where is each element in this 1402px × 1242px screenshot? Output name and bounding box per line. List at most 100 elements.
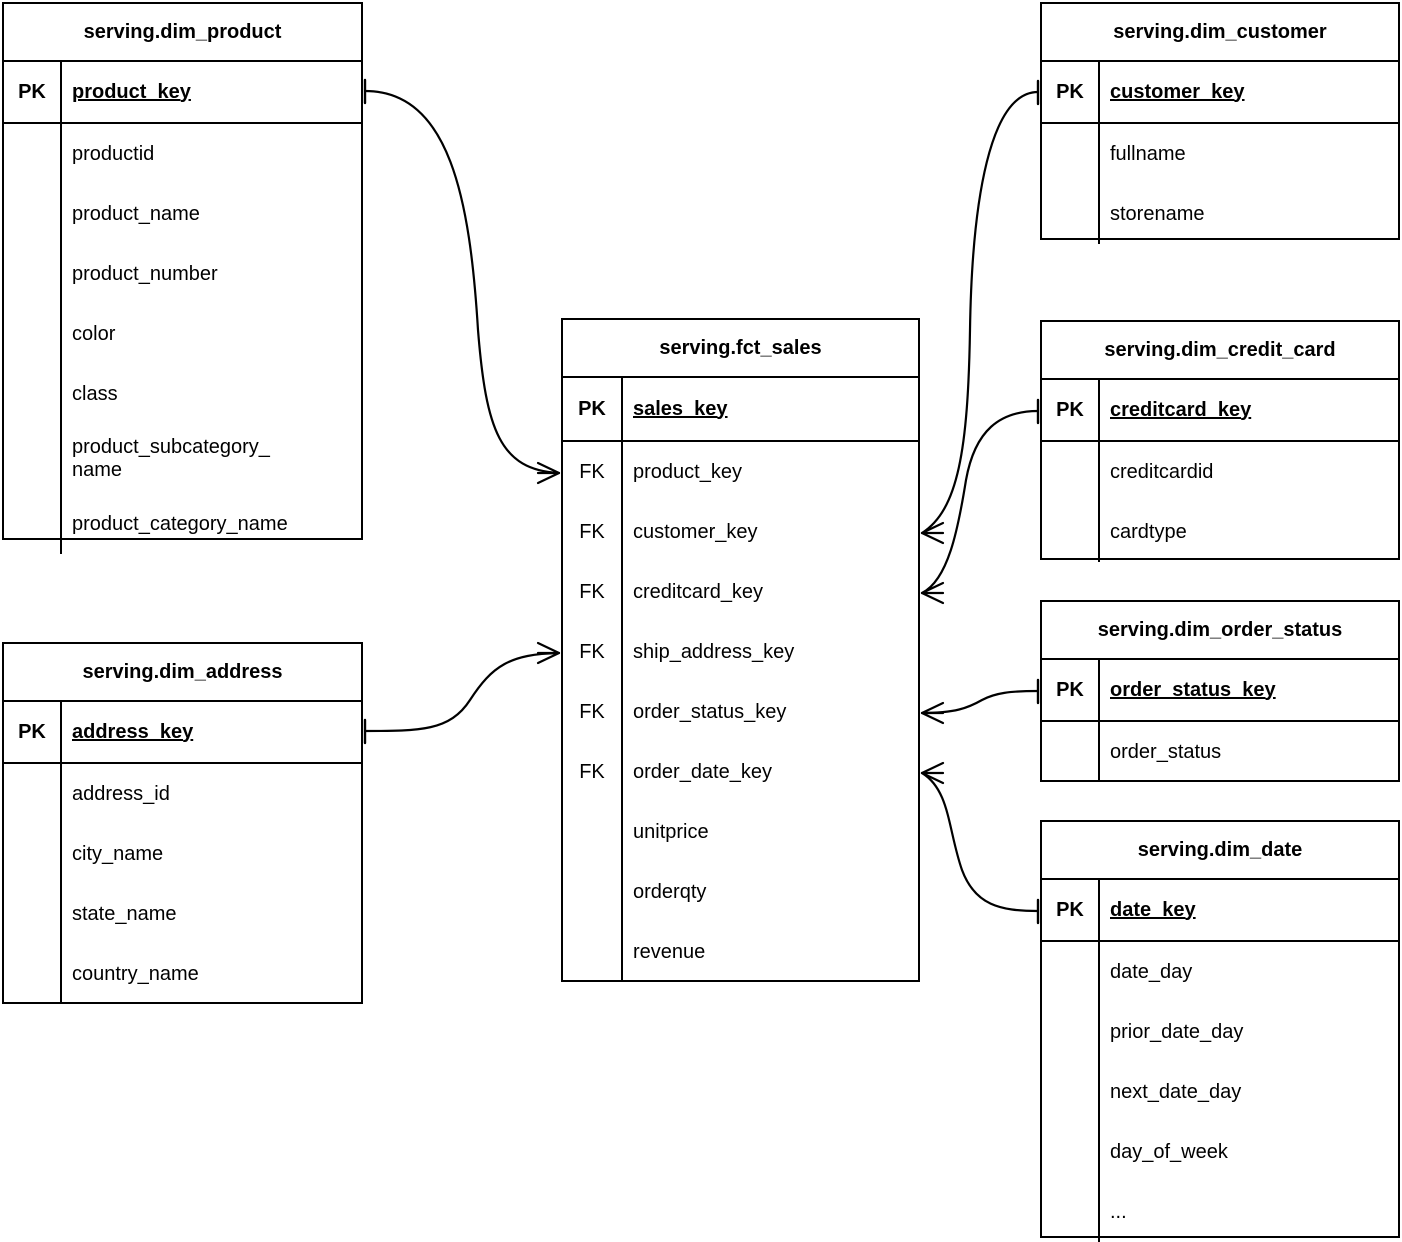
entity-title-dim-customer: serving.dim_customer — [1042, 4, 1398, 62]
key-badge — [4, 764, 62, 824]
entity-dim-address[interactable]: serving.dim_address PK address_key addre… — [2, 642, 363, 1004]
table-row-pk[interactable]: PK address_key — [4, 702, 361, 762]
table-row[interactable]: city_name — [4, 824, 361, 884]
key-badge — [1042, 942, 1100, 1002]
entity-dim-product[interactable]: serving.dim_product PK product_key produ… — [2, 2, 363, 554]
pk-section-dim-address: PK address_key — [4, 702, 361, 764]
column-name: fullname — [1110, 142, 1186, 165]
table-row[interactable]: orderqty — [563, 862, 918, 922]
table-row[interactable]: order_status — [1042, 722, 1398, 782]
table-row[interactable]: prior_date_day — [1042, 1002, 1398, 1062]
key-badge — [4, 244, 62, 304]
table-row[interactable]: country_name — [4, 944, 361, 1004]
column-name: revenue — [633, 940, 706, 963]
column-name: product_number — [72, 262, 218, 285]
table-row[interactable]: FK order_status_key — [563, 682, 918, 742]
attribute-section-dim-address: address_id city_name state_name country_… — [4, 764, 361, 1004]
key-badge-pk: PK — [4, 62, 62, 122]
table-row[interactable]: color — [4, 304, 361, 364]
entity-fct-sales[interactable]: serving.fct_sales PK sales_key FK produc… — [561, 318, 920, 982]
table-row[interactable]: product_category_name — [4, 494, 361, 554]
key-badge — [1042, 1062, 1100, 1122]
table-row-pk[interactable]: PK date_key — [1042, 880, 1398, 940]
key-badge — [4, 494, 62, 554]
table-row[interactable]: class — [4, 364, 361, 424]
entity-dim-customer[interactable]: serving.dim_customer PK customer_key ful… — [1040, 2, 1400, 244]
column-name: day_of_week — [1110, 1140, 1228, 1163]
table-row[interactable]: cardtype — [1042, 502, 1398, 562]
column-name: productid — [72, 142, 155, 165]
table-row-pk[interactable]: PK customer_key — [1042, 62, 1398, 122]
column-name: order_status_key — [633, 700, 787, 723]
relationship-address-sales — [363, 641, 561, 745]
key-badge-fk: FK — [563, 562, 623, 622]
key-badge-fk: FK — [563, 502, 623, 562]
table-row[interactable]: productid — [4, 124, 361, 184]
table-row[interactable]: address_id — [4, 764, 361, 824]
entity-title-fct-sales: serving.fct_sales — [563, 320, 918, 378]
key-badge-pk: PK — [1042, 62, 1100, 122]
table-row-pk[interactable]: PK product_key — [4, 62, 361, 122]
table-row[interactable]: FK creditcard_key — [563, 562, 918, 622]
column-name: product_key — [633, 460, 742, 483]
entity-dim-date[interactable]: serving.dim_date PK date_key date_day pr… — [1040, 820, 1400, 1242]
table-row[interactable]: next_date_day — [1042, 1062, 1398, 1122]
key-badge-fk: FK — [563, 742, 623, 802]
table-row[interactable]: day_of_week — [1042, 1122, 1398, 1182]
column-name: city_name — [72, 842, 164, 865]
attribute-section-fct-sales: FK product_key FK customer_key FK credit… — [563, 442, 918, 982]
key-badge — [1042, 502, 1100, 562]
entity-title-dim-product: serving.dim_product — [4, 4, 361, 62]
table-row[interactable]: product_number — [4, 244, 361, 304]
table-row[interactable]: FK product_key — [563, 442, 918, 502]
table-row[interactable]: ... — [1042, 1182, 1398, 1242]
column-name: product_category_name — [72, 512, 288, 535]
key-badge-pk: PK — [1042, 660, 1100, 720]
pk-section-dim-date: PK date_key — [1042, 880, 1398, 942]
column-name: order_status — [1110, 740, 1222, 763]
table-row-pk[interactable]: PK sales_key — [563, 378, 918, 440]
key-badge-fk: FK — [563, 682, 623, 742]
column-name: product_name — [72, 202, 200, 225]
table-row[interactable]: product_subcategory_ name — [4, 424, 361, 494]
table-row[interactable]: unitprice — [563, 802, 918, 862]
table-row[interactable]: date_day — [1042, 942, 1398, 1002]
key-badge-pk: PK — [1042, 380, 1100, 440]
column-name: color — [72, 322, 116, 345]
table-row[interactable]: creditcardid — [1042, 442, 1398, 502]
pk-section-dim-customer: PK customer_key — [1042, 62, 1398, 124]
entity-dim-credit-card[interactable]: serving.dim_credit_card PK creditcard_ke… — [1040, 320, 1400, 562]
relationship-orderstatus-sales — [920, 678, 1040, 725]
column-name: product_subcategory_ name — [72, 436, 270, 481]
column-name: prior_date_day — [1110, 1020, 1244, 1043]
entity-title-dim-credit-card: serving.dim_credit_card — [1042, 322, 1398, 380]
key-badge — [1042, 442, 1100, 502]
table-row[interactable]: storename — [1042, 184, 1398, 244]
key-badge — [1042, 1182, 1100, 1242]
attribute-section-dim-product: productid product_name product_number co… — [4, 124, 361, 554]
entity-dim-order-status[interactable]: serving.dim_order_status PK order_status… — [1040, 600, 1400, 782]
table-row[interactable]: state_name — [4, 884, 361, 944]
table-row[interactable]: product_name — [4, 184, 361, 244]
table-row[interactable]: revenue — [563, 922, 918, 982]
column-name: creditcardid — [1110, 460, 1214, 483]
pk-section-dim-credit-card: PK creditcard_key — [1042, 380, 1398, 442]
column-name: order_date_key — [633, 760, 772, 783]
table-row-pk[interactable]: PK creditcard_key — [1042, 380, 1398, 440]
table-row[interactable]: FK customer_key — [563, 502, 918, 562]
key-badge-fk: FK — [563, 622, 623, 682]
column-name-pk: address_key — [72, 720, 194, 743]
key-badge — [4, 884, 62, 944]
column-name-pk: product_key — [72, 80, 191, 103]
entity-title-dim-address: serving.dim_address — [4, 644, 361, 702]
table-row[interactable]: fullname — [1042, 124, 1398, 184]
key-badge-pk: PK — [4, 702, 62, 762]
column-name-pk: date_key — [1110, 898, 1196, 921]
column-name: date_day — [1110, 960, 1193, 983]
table-row-pk[interactable]: PK order_status_key — [1042, 660, 1398, 720]
key-badge — [4, 824, 62, 884]
key-badge-pk: PK — [1042, 880, 1100, 940]
table-row[interactable]: FK ship_address_key — [563, 622, 918, 682]
table-row[interactable]: FK order_date_key — [563, 742, 918, 802]
column-name: country_name — [72, 962, 199, 985]
